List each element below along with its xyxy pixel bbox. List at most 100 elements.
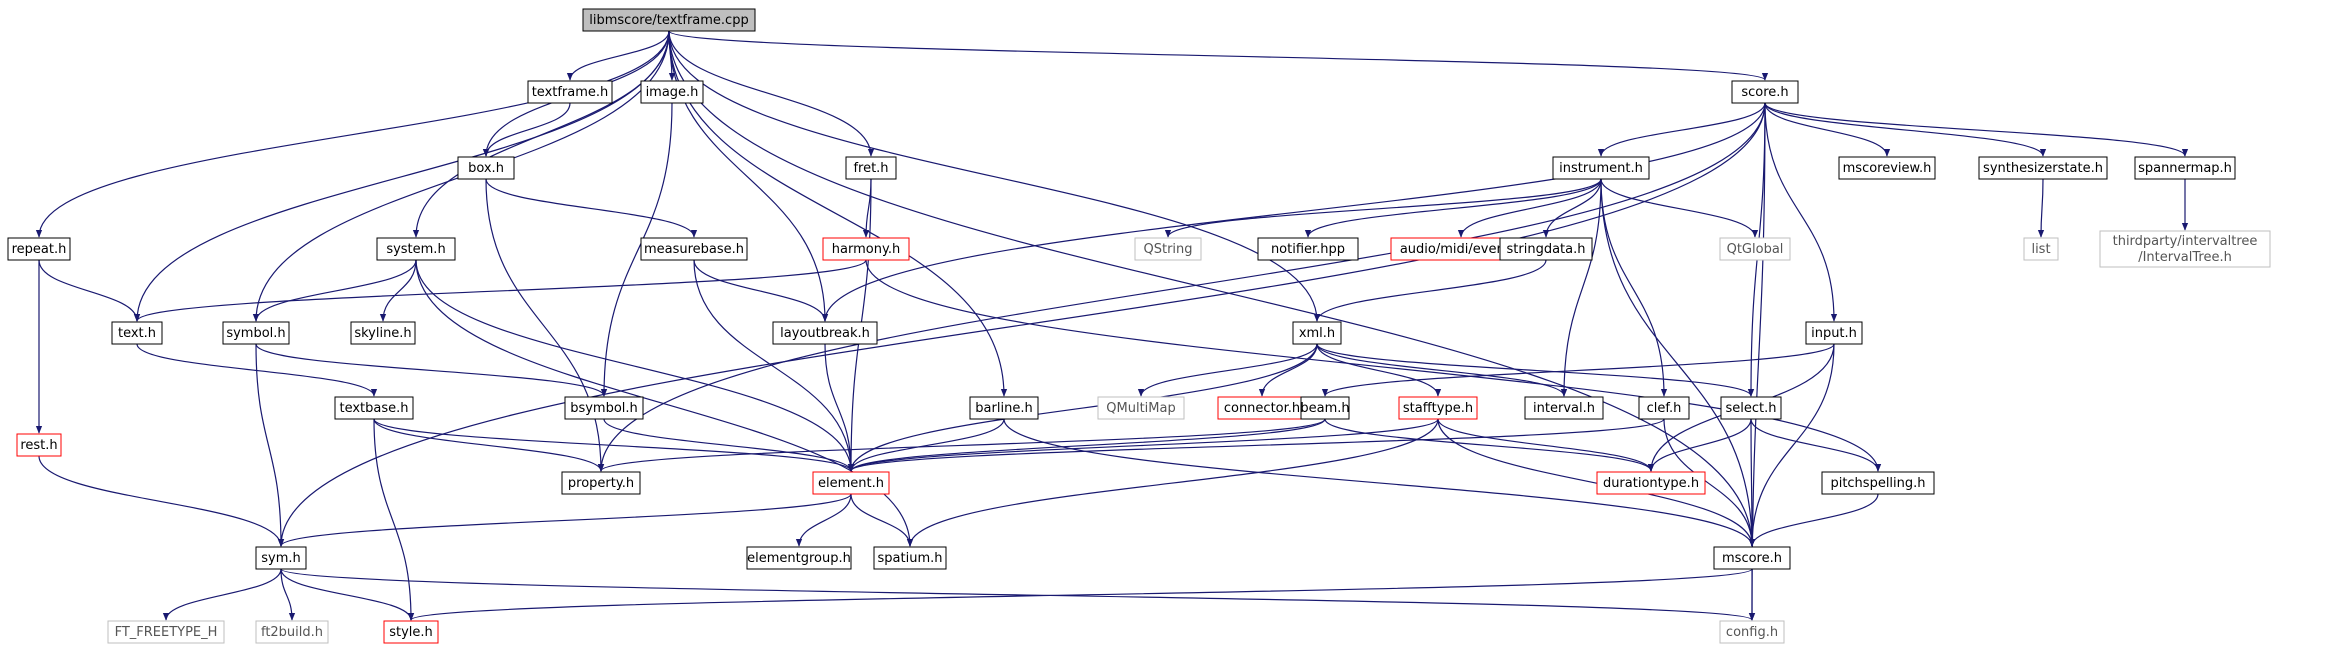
edge-rest_h-to-sym_h <box>38 455 285 547</box>
node-box-harmony-h <box>822 237 910 261</box>
edge-image_h-to-bsymbol_h <box>600 102 673 397</box>
node-harmony-h[interactable]: harmony.h <box>822 237 910 261</box>
node-box-stafftype-h <box>1398 396 1478 420</box>
node-mscoreview-h[interactable]: mscoreview.h <box>1838 156 1936 180</box>
edge-harmony_h-to-pitchspelling_h <box>865 259 1882 472</box>
node-synthesizerstate-h[interactable]: synthesizerstate.h <box>1978 156 2108 180</box>
edge-barline_h-to-element_h <box>847 418 1005 472</box>
node-box-config-h <box>1719 620 1785 644</box>
node-box-textframe-h <box>527 80 613 104</box>
node-box-measurebase-h <box>640 237 748 261</box>
node-box-input-h <box>1805 321 1863 345</box>
node-image-h[interactable]: image.h <box>640 80 704 104</box>
node-label-text-h: text.h <box>118 326 156 341</box>
node-mscore-h[interactable]: mscore.h <box>1713 546 1791 570</box>
node-text-h[interactable]: text.h <box>111 321 163 345</box>
edge-box_h-to-measurebase_h <box>485 178 698 238</box>
node-box-QMultiMap <box>1097 396 1185 420</box>
node-symbol-h[interactable]: symbol.h <box>222 321 290 345</box>
node-box-image-h <box>640 80 704 104</box>
edge-select_h-to-durationtype_h <box>1647 418 1752 472</box>
node-box-layoutbreak-h <box>772 321 878 345</box>
node-textframe-h[interactable]: textframe.h <box>527 80 613 104</box>
node-repeat-h[interactable]: repeat.h <box>7 237 71 261</box>
node-label-select-h: select.h <box>1726 401 1777 416</box>
node-input-h[interactable]: input.h <box>1805 321 1863 345</box>
node-measurebase-h[interactable]: measurebase.h <box>640 237 748 261</box>
node-stafftype-h[interactable]: stafftype.h <box>1398 396 1478 420</box>
node-barline-h[interactable]: barline.h <box>969 396 1039 420</box>
node-QtGlobal[interactable]: QtGlobal <box>1719 237 1791 261</box>
node-connector-h[interactable]: connector.h <box>1217 396 1307 420</box>
node-config-h[interactable]: config.h <box>1719 620 1785 644</box>
node-box-stringdata-h <box>1499 237 1593 261</box>
edge-xml_h-to-element_h <box>847 343 1318 472</box>
node-label-synthesizerstate-h: synthesizerstate.h <box>1983 161 2103 176</box>
node-label-spannermap-h: spannermap.h <box>2138 161 2232 176</box>
node-skyline-h[interactable]: skyline.h <box>350 321 416 345</box>
node-instrument-h[interactable]: instrument.h <box>1552 156 1650 180</box>
node-list[interactable]: list <box>2023 237 2059 261</box>
node-property-h[interactable]: property.h <box>561 471 641 495</box>
node-xml-h[interactable]: xml.h <box>1292 321 1342 345</box>
node-box-spatium-h <box>873 546 947 570</box>
edge-system_h-to-element_h <box>415 259 855 472</box>
node-box-element-h <box>812 471 890 495</box>
node-fret-h[interactable]: fret.h <box>845 156 897 180</box>
edge-input_h-to-beam_h <box>1321 343 1835 397</box>
node-element-h[interactable]: element.h <box>812 471 890 495</box>
node-pitchspelling-h[interactable]: pitchspelling.h <box>1821 471 1935 495</box>
node-bsymbol-h[interactable]: bsymbol.h <box>564 396 644 420</box>
node-box-box-h <box>457 156 515 180</box>
edge-input_h-to-mscore_h <box>1748 343 1835 547</box>
edge-xml_h-to-select_h <box>1316 343 1755 397</box>
node-clef-h[interactable]: clef.h <box>1638 396 1690 420</box>
node-label-rest-h: rest.h <box>20 438 57 453</box>
node-box-h[interactable]: box.h <box>457 156 515 180</box>
edge-beam_h-to-property_h <box>598 418 1326 472</box>
node-label-mscore-h: mscore.h <box>1722 551 1782 566</box>
edge-stafftype_h-to-element_h <box>847 418 1439 472</box>
node-box-clef-h <box>1638 396 1690 420</box>
edge-sym_h-to-FT_FREETYPE_H <box>162 568 282 621</box>
node-textbase-h[interactable]: textbase.h <box>334 396 414 420</box>
node-interval-h[interactable]: interval.h <box>1524 396 1604 420</box>
node-notifier-hpp[interactable]: notifier.hpp <box>1257 237 1359 261</box>
node-QString[interactable]: QString <box>1134 237 1202 261</box>
node-layoutbreak-h[interactable]: layoutbreak.h <box>772 321 878 345</box>
node-QMultiMap[interactable]: QMultiMap <box>1097 396 1185 420</box>
node-box-score-h <box>1731 80 1799 104</box>
node-select-h[interactable]: select.h <box>1720 396 1782 420</box>
node-ft2build-h[interactable]: ft2build.h <box>255 620 329 644</box>
node-label-interval-h: interval.h <box>1533 401 1595 416</box>
node-label-intervaltree-h: thirdparty/intervaltree <box>2113 234 2258 249</box>
edge-textframe_h-to-box_h <box>482 102 571 157</box>
edge-instrument_h-to-stringdata_h <box>1542 178 1602 238</box>
node-box-symbol-h <box>222 321 290 345</box>
node-spannermap-h[interactable]: spannermap.h <box>2134 156 2236 180</box>
node-stringdata-h[interactable]: stringdata.h <box>1499 237 1593 261</box>
node-label-textbase-h: textbase.h <box>339 401 408 416</box>
node-rest-h[interactable]: rest.h <box>16 433 62 457</box>
node-elementgroup-h[interactable]: elementgroup.h <box>746 546 852 570</box>
node-box-interval-h <box>1524 396 1604 420</box>
node-label-mscoreview-h: mscoreview.h <box>1843 161 1932 176</box>
edge-root-to-fret_h <box>668 30 875 157</box>
node-box-mscore-h <box>1713 546 1791 570</box>
node-durationtype-h[interactable]: durationtype.h <box>1596 471 1706 495</box>
node-beam-h[interactable]: beam.h <box>1300 396 1350 420</box>
edge-score_h-to-mscoreview_h <box>1764 102 1891 157</box>
node-root: libmscore/textframe.cpp <box>582 8 756 32</box>
node-system-h[interactable]: system.h <box>376 237 456 261</box>
node-score-h[interactable]: score.h <box>1731 80 1799 104</box>
node-label-skyline-h: skyline.h <box>354 326 411 341</box>
node-style-h[interactable]: style.h <box>383 620 439 644</box>
node-spatium-h[interactable]: spatium.h <box>873 546 947 570</box>
node-label-symbol-h: symbol.h <box>226 326 285 341</box>
node-FT-FREETYPE-H[interactable]: FT_FREETYPE_H <box>107 620 225 644</box>
node-sym-h[interactable]: sym.h <box>255 546 307 570</box>
edge-sym_h-to-style_h <box>280 568 415 621</box>
node-intervaltree-h[interactable]: thirdparty/intervaltree/IntervalTree.h <box>2099 230 2271 268</box>
edge-system_h-to-skyline_h <box>379 259 417 322</box>
node-label-barline-h: barline.h <box>975 401 1032 416</box>
